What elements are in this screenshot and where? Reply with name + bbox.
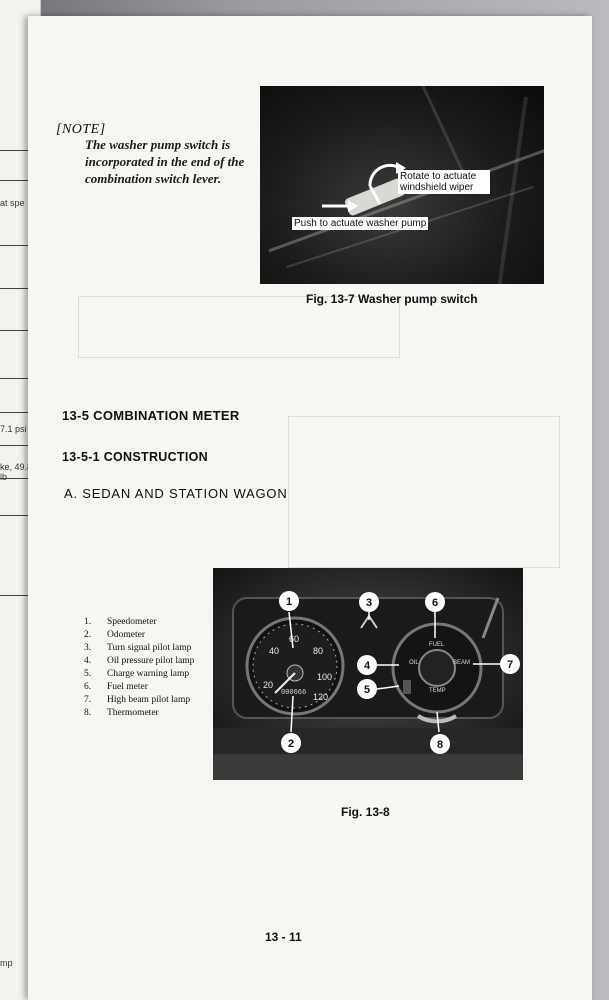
callout-number: 1: [286, 596, 292, 608]
beam-label: BEAM: [453, 660, 470, 666]
show-through: [78, 296, 400, 358]
left-page-fragment: at spe: [0, 198, 25, 208]
legend-item: 6.Fuel meter: [84, 682, 148, 692]
figure-13-8-caption: Fig. 13-8: [341, 805, 390, 819]
subsection-a-heading: A. SEDAN AND STATION WAGON: [64, 486, 288, 501]
oil-label: OIL: [409, 660, 419, 666]
combination-meter-photo: 20 40 60 80 100 120 000666 OIL FUEL BEAM…: [213, 568, 523, 780]
callout-number: 7: [507, 659, 513, 671]
speedometer-tick-label: 120: [313, 692, 328, 702]
manual-page: [NOTE] The washer pump switch is incorpo…: [28, 16, 592, 1000]
speedometer-tick-label: 20: [263, 680, 273, 690]
speedometer-tick-label: 60: [289, 634, 299, 644]
rotate-callout: Rotate to actuate windshield wiper: [398, 170, 490, 194]
left-page-fragment: mp: [0, 958, 13, 968]
legend-item: 7.High beam pilot lamp: [84, 695, 191, 705]
callout-number: 4: [364, 660, 371, 672]
washer-pump-switch-photo: Rotate to actuate windshield wiper Push …: [260, 86, 544, 284]
combination-gauge: OIL FUEL BEAM TEMP: [391, 622, 483, 724]
callout-number: 3: [366, 597, 372, 609]
legend-item: 1.Speedometer: [84, 617, 157, 627]
note-heading: [NOTE]: [56, 122, 106, 137]
rotate-callout-line: Rotate to actuate: [400, 171, 477, 182]
subsection-heading: 13-5-1 CONSTRUCTION: [62, 450, 208, 464]
left-page-fragment: ke, 49.8 lb: [0, 462, 33, 482]
callout-number: 6: [432, 597, 438, 609]
combination-meter-illustration: 20 40 60 80 100 120 000666 OIL FUEL BEAM…: [213, 568, 523, 780]
legend-item: 2.Odometer: [84, 630, 145, 640]
fuel-label: FUEL: [429, 642, 445, 648]
figure-13-7-caption: Fig. 13-7 Washer pump switch: [306, 292, 478, 306]
speedometer-tick-label: 80: [313, 646, 323, 656]
legend-item: 3.Turn signal pilot lamp: [84, 643, 192, 653]
figure-legend: 1.Speedometer 2.Odometer 3.Turn signal p…: [84, 616, 194, 720]
section-heading: 13-5 COMBINATION METER: [62, 408, 240, 423]
show-through: [288, 416, 560, 568]
callout-number: 5: [364, 684, 370, 696]
speedometer-tick-label: 40: [269, 646, 279, 656]
legend-item: 5.Charge warning lamp: [84, 669, 190, 679]
legend-item: 4.Oil pressure pilot lamp: [84, 656, 195, 666]
push-arrow-icon: [322, 200, 358, 212]
speedometer-tick-label: 100: [317, 672, 332, 682]
legend-item: 8.Thermometer: [84, 708, 159, 718]
note-body: The washer pump switch is incorporated i…: [85, 137, 245, 186]
rotate-callout-line: windshield wiper: [400, 182, 474, 193]
page-number: 13 - 11: [265, 930, 302, 944]
speedometer-gauge: 20 40 60 80 100 120 000666: [245, 616, 345, 716]
left-page-fragment: 7.1 psi: [0, 424, 27, 434]
push-callout: Push to actuate washer pump: [292, 217, 429, 230]
callout-number: 2: [288, 738, 294, 750]
callout-number: 8: [437, 739, 443, 751]
temp-label: TEMP: [429, 688, 446, 694]
odometer-readout: 000666: [281, 689, 306, 697]
